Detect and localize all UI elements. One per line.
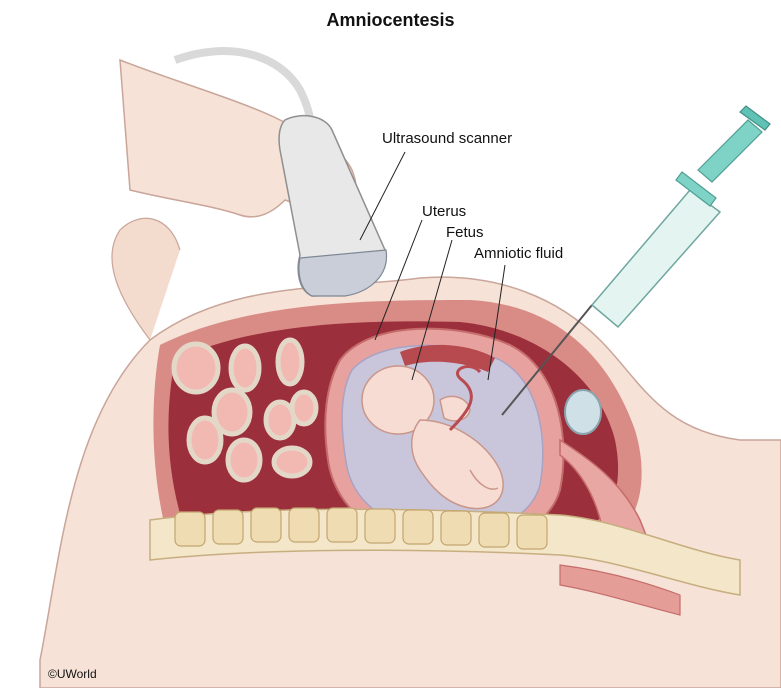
vertebrae	[174, 507, 548, 550]
label-uterus: Uterus	[422, 203, 467, 220]
leader-amniotic	[487, 264, 506, 381]
syringe-barrel	[590, 188, 722, 329]
label-ultrasound-scanner: Ultrasound scanner	[382, 130, 513, 147]
leader-uterus	[374, 219, 423, 341]
syringe	[501, 105, 771, 416]
syringe-plunger	[697, 119, 763, 183]
copyright-credit: ©UWorld	[48, 667, 97, 681]
syringe-plunger-cap	[739, 105, 771, 131]
bladder	[564, 389, 602, 435]
umbilical-cord	[448, 365, 482, 432]
diagram-title: Amniocentesis	[326, 10, 455, 30]
placenta	[400, 344, 495, 372]
leader-fetus	[411, 239, 453, 381]
back-contour	[111, 217, 181, 341]
rectum	[559, 564, 681, 616]
label-fetus: Fetus	[446, 224, 484, 241]
fetus	[361, 365, 504, 510]
intestines	[171, 337, 319, 483]
syringe-needle	[501, 304, 593, 416]
label-amniotic-fluid: Amniotic fluid	[474, 245, 564, 262]
syringe-flange	[675, 171, 717, 207]
probe-head	[298, 249, 388, 297]
leader-ultrasound	[359, 151, 406, 241]
leader-lines	[359, 151, 506, 381]
